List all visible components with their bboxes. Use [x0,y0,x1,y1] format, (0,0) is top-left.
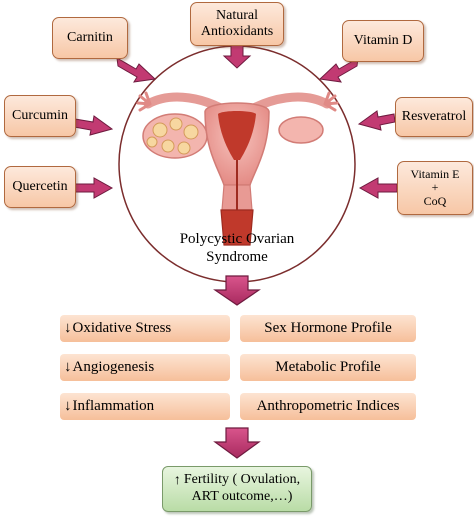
arrow-down-effects [213,275,261,306]
arrow-quercetin [74,177,114,199]
effect-oxidative-stress: ↓ Oxidative Stress [60,315,230,342]
effect-label: Metabolic Profile [275,359,381,375]
vitamin-e-label: Vitamin E [410,167,460,182]
pcos-title-line1: Polycystic Ovarian [179,231,295,247]
uterus-illustration [136,91,339,246]
coq-label: CoQ [423,193,447,208]
vitamin-d-box: Vitamin D [342,20,424,62]
natural-antioxidants-box: Natural Antioxidants [190,2,284,46]
effect-label: Angiogenesis [72,359,155,375]
outcome-line2: ART outcome,…) [191,489,293,504]
effect-metabolic-profile: Metabolic Profile [240,354,416,381]
vitamin-e-coq-box: Vitamin E + CoQ [397,161,473,215]
outcome-line1: Fertility ( Ovulation, [183,472,301,488]
effect-anthropometric-indices: Anthropometric Indices [240,393,416,420]
arrow-vitamin-e [358,177,398,199]
effect-sex-hormone-profile: Sex Hormone Profile [240,315,416,342]
up-arrow-icon: ↑ [173,473,181,488]
effect-label: Inflammation [72,398,155,414]
carnitin-label: Carnitin [67,29,113,45]
arrow-natural-antioxidants [222,43,252,69]
down-arrow-icon: ↓ [64,320,72,336]
quercetin-label: Quercetin [12,178,68,194]
effect-label: Oxidative Stress [72,320,172,336]
arrow-vitamin-d [318,57,359,83]
arrow-resveratrol [357,110,396,131]
effect-label: Anthropometric Indices [256,398,400,414]
resveratrol-label: Resveratrol [401,108,467,124]
fertility-outcome-box: ↑ Fertility ( Ovulation, ART outcome,…) [162,466,312,512]
quercetin-box: Quercetin [4,166,76,208]
effect-inflammation: ↓ Inflammation [60,393,230,420]
plus-sign: + [431,180,439,195]
arrow-curcumin [73,115,114,136]
vitamin-d-label: Vitamin D [353,32,413,48]
natural-antioxidants-label: Natural Antioxidants [200,7,274,39]
arrow-carnitin [116,57,157,83]
carnitin-box: Carnitin [52,17,128,59]
effect-label: Sex Hormone Profile [264,320,392,336]
pcos-title: Polycystic Ovarian Syndrome [157,230,317,266]
resveratrol-box: Resveratrol [395,97,473,137]
curcumin-box: Curcumin [4,95,76,137]
pcos-title-line2: Syndrome [206,249,268,265]
down-arrow-icon: ↓ [64,359,72,375]
down-arrow-icon: ↓ [64,398,72,414]
arrow-down-outcome [213,427,261,459]
effect-angiogenesis: ↓ Angiogenesis [60,354,230,381]
curcumin-label: Curcumin [12,107,68,123]
